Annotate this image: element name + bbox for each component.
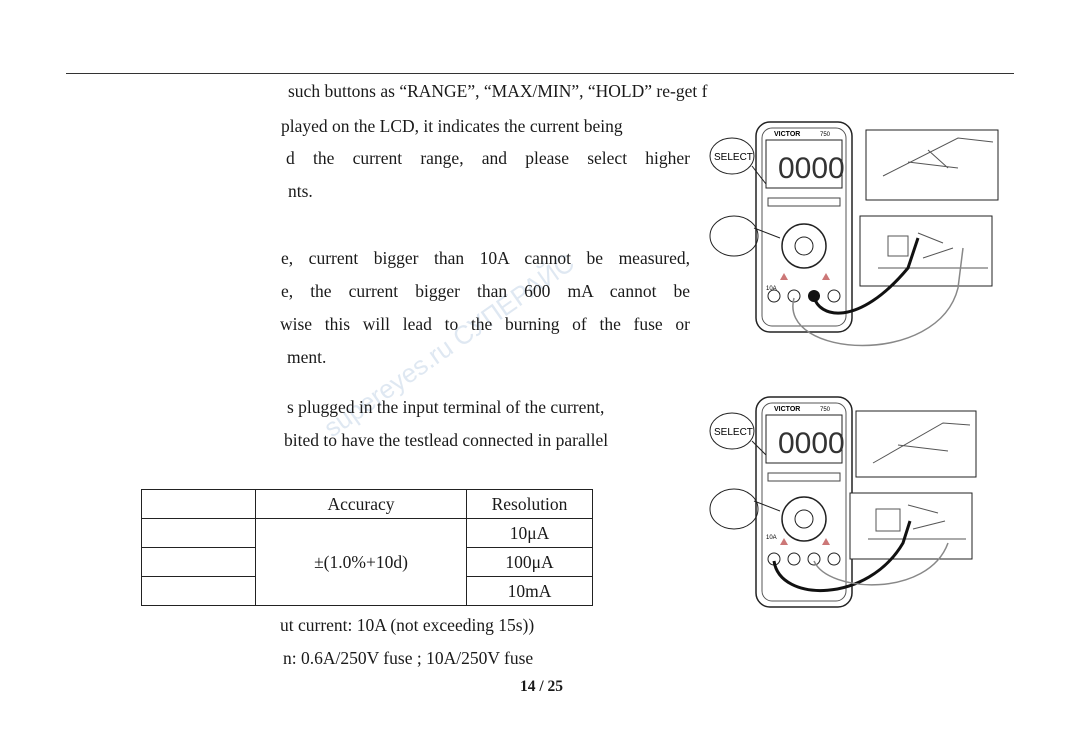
text-line-5: e, current bigger than 10A cannot be mea… [281,248,690,268]
test-lead-black [772,520,912,593]
button-row [767,197,841,207]
table-header-accuracy: Accuracy [255,489,467,519]
brand-label: VICTOR [774,406,800,413]
select-label: SELECT [714,427,753,438]
text-line-1: such buttons as “RANGE”, “MAX/MIN”, “HOL… [288,81,708,101]
resolution-cell: 100μA [466,547,593,577]
text-line-3: d the current range, and please select h… [286,148,690,168]
callout-line [753,227,781,239]
terminal-com [807,552,821,566]
text-line-6: e, the current bigger than 600 mA cannot… [281,281,690,301]
table-header-resolution: Resolution [466,489,593,519]
model-label: 750 [820,407,831,413]
rotary-dial [781,496,827,542]
meter-inner [761,402,847,602]
rotary-dial [781,223,827,269]
table-row: 10mA [141,576,593,606]
multimeter-figure-1: VICTOR 750 0000 10A SELECT [709,121,999,347]
multimeter-figure-2: VICTOR 750 0000 10A SELECT [709,396,977,608]
function-callout [709,215,759,257]
accuracy-cell: ±(1.0%+10d) [255,518,467,606]
callout-line [751,165,767,185]
warning-triangle-icon [780,538,788,545]
detail-sketch [872,422,971,464]
test-lead-black [812,237,920,315]
terminal-10a [767,289,781,303]
warning-triangle-icon [822,273,830,280]
table-header-row: Accuracy Resolution [141,489,593,519]
lcd-display [765,414,843,464]
table-cell [141,518,256,548]
spec-table: Accuracy Resolution ±(1.0%+10d) 10μA 100… [141,489,593,606]
table-row: ±(1.0%+10d) 10μA [141,518,593,606]
text-line-8: ment. [287,347,327,367]
detail-box-bottom [849,492,973,560]
select-label: SELECT [714,152,753,163]
terminal-ma [787,289,801,303]
page-number: 14 / 25 [520,678,564,695]
brand-label: VICTOR [774,131,800,138]
text-line-2: played on the LCD, it indicates the curr… [281,116,623,136]
warning-triangle-icon [780,273,788,280]
text-line-11: ut current: 10A (not exceeding 15s)) [280,615,535,635]
text-line-4: nts. [288,181,313,201]
terminal-label: 10A [766,286,777,292]
test-lead-gray [792,247,964,347]
resolution-cell: 10mA [466,576,593,606]
table-cell [141,576,256,606]
select-callout [709,137,755,175]
test-lead-gray [813,542,949,586]
lcd-display [765,139,843,189]
dial-center [794,236,814,256]
table-cell [141,547,256,577]
meter-inner [761,127,847,327]
lcd-digits: 0000 [778,152,845,185]
text-line-10: bited to have the testlead connected in … [284,430,609,450]
detail-sketch [868,504,966,540]
terminal-label: 10A [766,535,777,541]
detail-box-bottom [859,215,993,287]
terminal-v [827,289,841,303]
detail-sketch [882,137,994,177]
detail-box-top [855,410,977,478]
text-line-12: n: 0.6A/250V fuse ; 10A/250V fuse [283,648,534,668]
select-callout [709,412,755,450]
lcd-digits: 0000 [778,427,845,460]
model-label: 750 [820,132,831,138]
dial-center [794,509,814,529]
table-header-cell [141,489,256,519]
text-line-7: wise this will lead to the burning of th… [280,314,690,334]
resolution-cell: 10μA [466,518,593,548]
header-rule [66,73,1014,74]
button-row [767,472,841,482]
callout-line [753,500,781,512]
detail-sketch [878,232,988,269]
terminal-ma [787,552,801,566]
function-callout [709,488,759,530]
callout-line [751,440,767,456]
text-line-9: s plugged in the input terminal of the c… [287,397,605,417]
warning-triangle-icon [822,538,830,545]
terminal-v [827,552,841,566]
